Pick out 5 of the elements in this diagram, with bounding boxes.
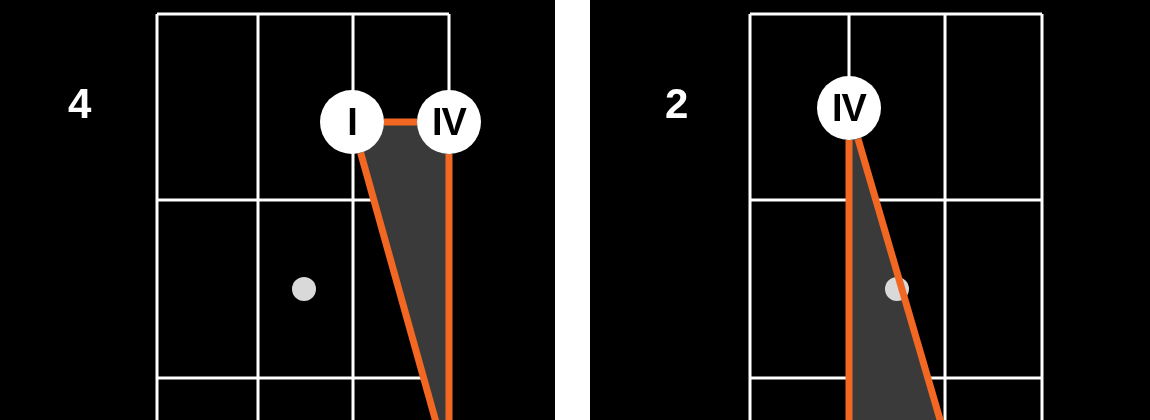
connector-line xyxy=(845,140,853,420)
position-number: 2 xyxy=(665,80,689,128)
connector-line xyxy=(445,154,453,420)
connector-line xyxy=(384,118,417,126)
position-number: 4 xyxy=(68,80,92,128)
